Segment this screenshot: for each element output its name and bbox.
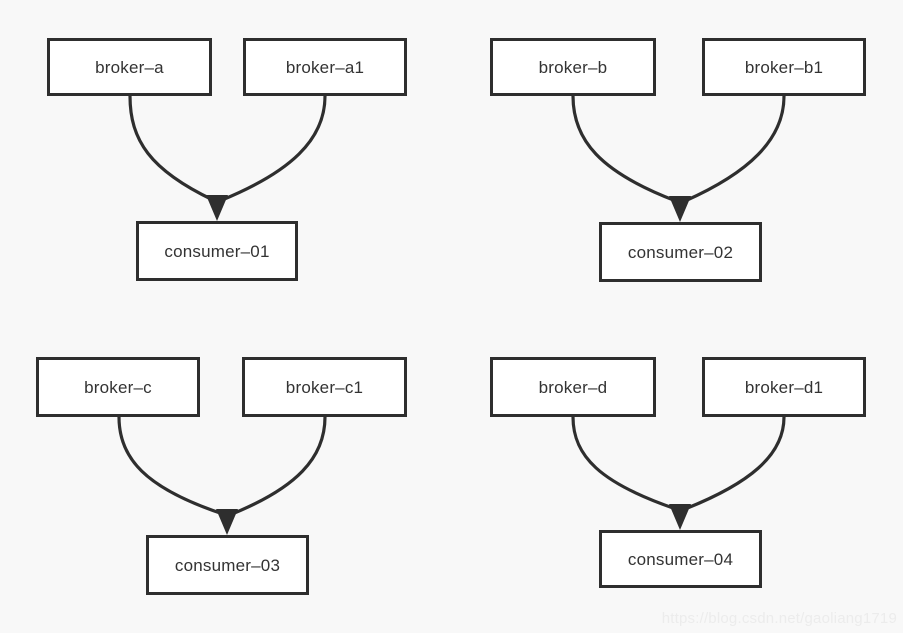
watermark-text: https://blog.csdn.net/gaoliang1719	[661, 610, 897, 627]
edge-broker-b1-to-consumer-02	[683, 94, 786, 203]
node-label: broker–b	[538, 57, 608, 77]
edge-broker-d-to-consumer-04	[571, 415, 678, 511]
arrowhead-consumer-03	[216, 509, 238, 535]
node-label: consumer–04	[627, 549, 734, 569]
edge-broker-d1-to-consumer-04	[683, 415, 786, 511]
broker-node-broker-a[interactable]: broker–a	[47, 38, 212, 96]
node-label: broker–b1	[744, 57, 824, 77]
broker-node-broker-c1[interactable]: broker–c1	[242, 357, 407, 417]
node-label: broker–d1	[744, 377, 824, 397]
node-label: broker–c1	[285, 377, 364, 397]
edge-broker-a-to-consumer-01	[128, 94, 215, 202]
consumer-node-consumer-04[interactable]: consumer–04	[599, 530, 762, 588]
broker-node-broker-b1[interactable]: broker–b1	[702, 38, 866, 96]
broker-node-broker-d1[interactable]: broker–d1	[702, 357, 866, 417]
arrowhead-consumer-04	[669, 504, 691, 530]
consumer-node-consumer-01[interactable]: consumer–01	[136, 221, 298, 281]
consumer-node-consumer-03[interactable]: consumer–03	[146, 535, 309, 595]
edge-broker-c-to-consumer-03	[117, 415, 225, 516]
arrowhead-consumer-02	[669, 196, 691, 222]
broker-node-broker-b[interactable]: broker–b	[490, 38, 656, 96]
node-label: broker–d	[538, 377, 608, 397]
node-label: broker–a1	[285, 57, 365, 77]
edge-broker-b-to-consumer-02	[571, 94, 678, 203]
node-label: consumer–02	[627, 242, 734, 262]
broker-node-broker-c[interactable]: broker–c	[36, 357, 200, 417]
broker-node-broker-a1[interactable]: broker–a1	[243, 38, 407, 96]
arrowhead-consumer-01	[206, 195, 228, 221]
edge-broker-c1-to-consumer-03	[230, 415, 327, 516]
node-label: broker–c	[84, 377, 152, 397]
node-label: consumer–01	[164, 241, 270, 261]
node-label: broker–a	[95, 57, 164, 77]
broker-node-broker-d[interactable]: broker–d	[490, 357, 656, 417]
edge-broker-a1-to-consumer-01	[220, 94, 327, 202]
consumer-node-consumer-02[interactable]: consumer–02	[599, 222, 762, 282]
node-label: consumer–03	[174, 555, 281, 575]
